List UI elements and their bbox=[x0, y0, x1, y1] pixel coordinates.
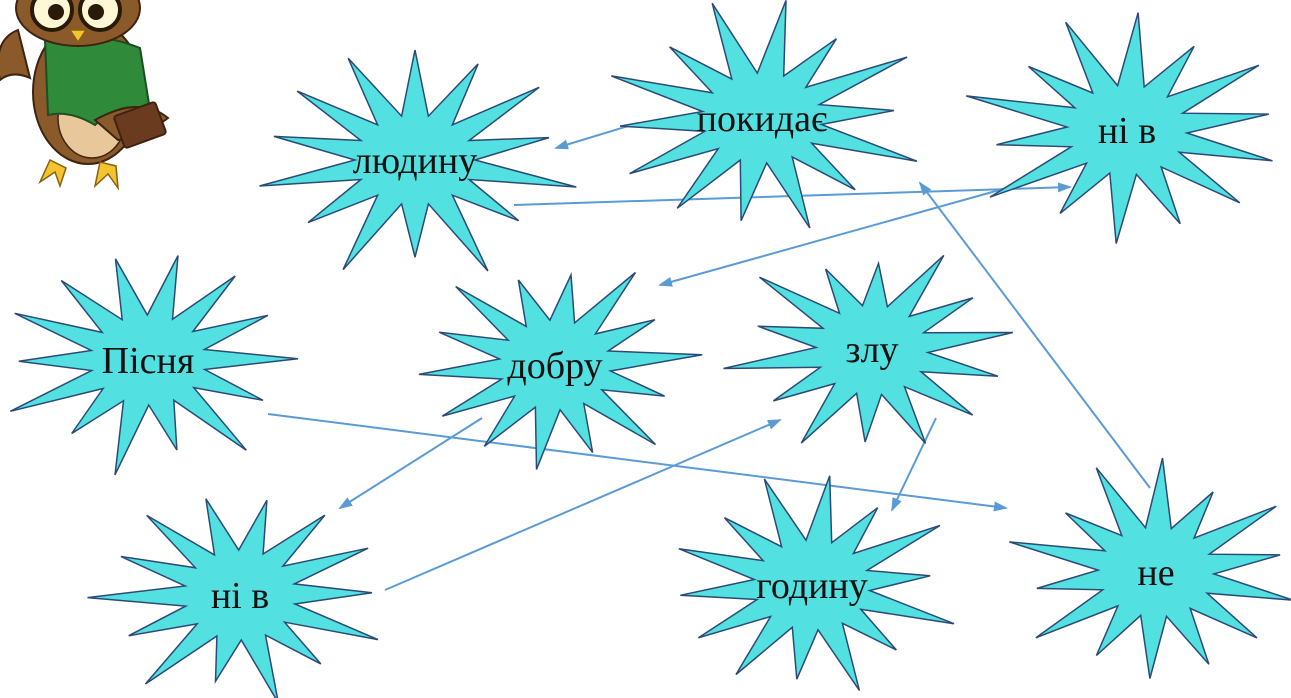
burst-ne[interactable]: не bbox=[1009, 457, 1291, 679]
starburst-shape bbox=[965, 12, 1273, 244]
owl-teacher-icon bbox=[0, 0, 170, 191]
word-label: злу bbox=[846, 329, 899, 371]
word-label: годину bbox=[756, 565, 868, 607]
starburst-shape bbox=[259, 49, 577, 272]
arrow-ni-v-to-zlu bbox=[384, 419, 782, 591]
starburst-shape bbox=[1009, 457, 1291, 679]
burst-lyudynu[interactable]: людину bbox=[259, 49, 577, 272]
arrow-zlu-to-hodynu bbox=[891, 417, 937, 512]
arrow-ni-v-to-dobru bbox=[658, 181, 1029, 287]
starburst-shape bbox=[678, 475, 955, 691]
word-bursts: людину покидає ні в Пісня добру злу bbox=[9, 0, 1291, 698]
word-label: добру bbox=[507, 345, 602, 387]
arrow-pokydaie-to-lyudynu bbox=[554, 122, 639, 150]
burst-zlu[interactable]: злу bbox=[723, 254, 1013, 444]
starburst-shape bbox=[611, 0, 918, 229]
burst-dobru[interactable]: добру bbox=[418, 271, 703, 470]
arrow-pisnia-to-ne bbox=[267, 413, 1008, 512]
word-label: Пісня bbox=[102, 340, 195, 382]
word-label: не bbox=[1137, 552, 1174, 594]
burst-ni-v-bottom[interactable]: ні в bbox=[87, 498, 379, 698]
word-label: ні в bbox=[211, 575, 269, 617]
burst-pokydaie[interactable]: покидає bbox=[611, 0, 918, 229]
arrow-dobru-to-ni-v bbox=[338, 417, 483, 510]
starburst-shape bbox=[723, 254, 1013, 444]
starburst-shape bbox=[87, 498, 379, 698]
burst-pisnia[interactable]: Пісня bbox=[9, 255, 298, 476]
starburst-shape bbox=[9, 255, 298, 476]
word-label: людину bbox=[353, 140, 477, 182]
arrow-ne-to-pokydaie bbox=[918, 181, 1151, 489]
burst-ni-v-top[interactable]: ні в bbox=[965, 12, 1273, 244]
starburst-shape bbox=[418, 271, 703, 470]
word-label: ні в bbox=[1098, 110, 1156, 152]
word-label: покидає bbox=[697, 98, 828, 140]
burst-hodynu[interactable]: годину bbox=[678, 475, 955, 691]
connector-arrows bbox=[267, 122, 1151, 591]
